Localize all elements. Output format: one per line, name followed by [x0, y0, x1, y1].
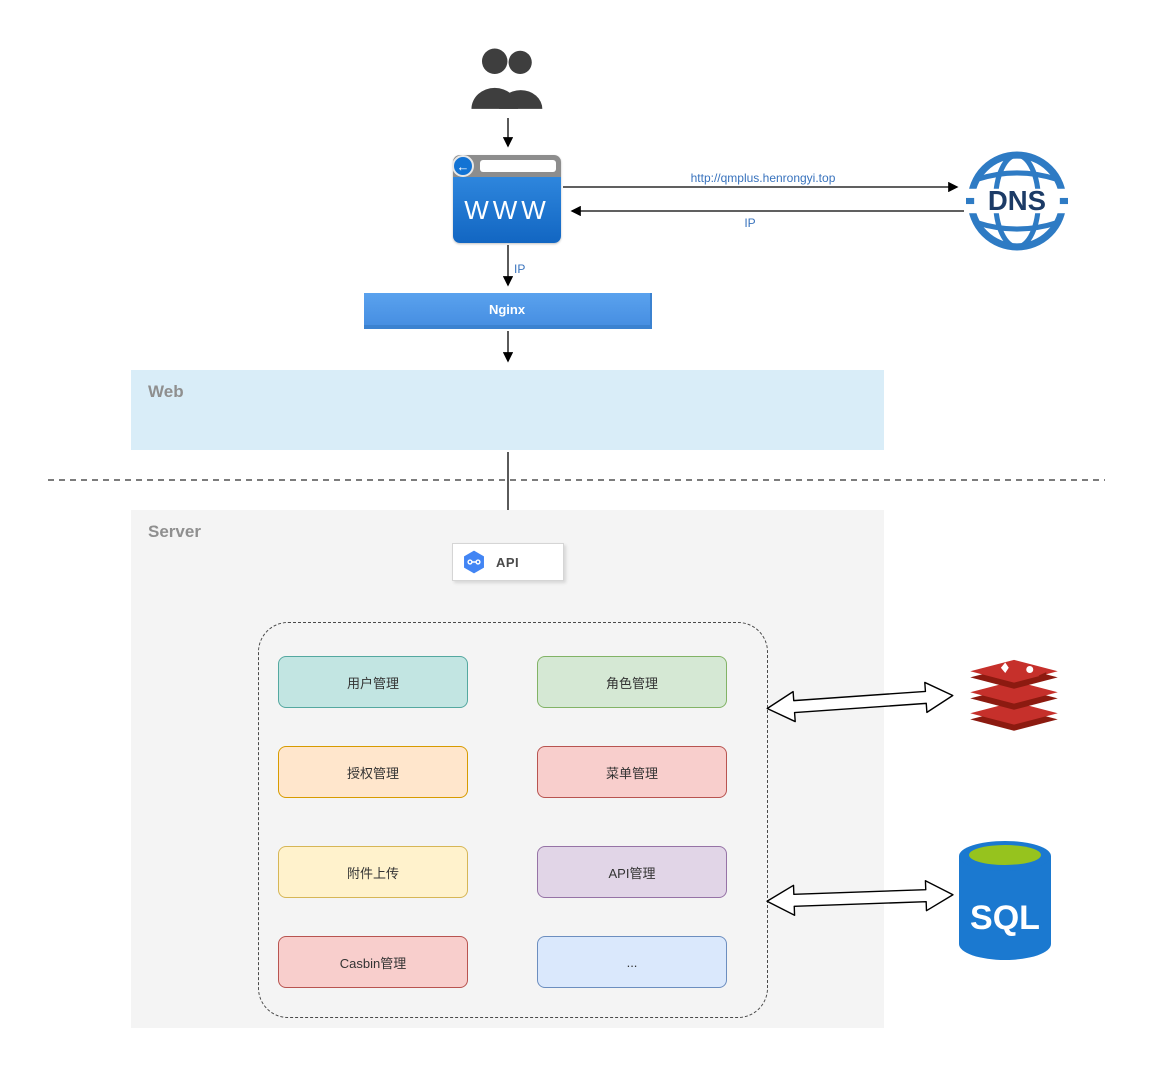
module-box-attachment-upload: 附件上传 [278, 846, 468, 898]
nginx-label: Nginx [488, 301, 526, 317]
browser-body: WWW [453, 177, 561, 243]
modules-sql-link-arrow [763, 877, 956, 920]
server-modules-group: 用户管理 角色管理授权管理 菜单管理附件上传 API管理 Casbin管理... [258, 622, 768, 1018]
module-box-user-management: 用户管理 [278, 656, 468, 708]
sql-label: SQL [970, 899, 1040, 937]
module-box-api-management: API管理 [537, 846, 727, 898]
module-box-role-management: 角色管理 [537, 656, 727, 708]
dns-response-ip-label: IP [744, 216, 756, 230]
www-label: WWW [464, 194, 550, 225]
module-box-more: ... [537, 936, 727, 988]
module-box-casbin-management: Casbin管理 [278, 936, 468, 988]
server-zone-label: Server [148, 522, 201, 541]
module-box-menu-management: 菜单管理 [537, 746, 727, 798]
browser-titlebar: ← [452, 155, 561, 177]
modules-redis-link-arrow [763, 677, 957, 726]
web-zone: Web [131, 370, 884, 450]
dns-request-url-label: http://qmplus.henrongyi.top [690, 171, 836, 185]
web-zone-label: Web [148, 382, 184, 401]
back-arrow-icon: ← [452, 155, 474, 177]
nginx-node: Nginx [364, 293, 652, 329]
api-label: API [496, 554, 520, 570]
users-icon [468, 48, 548, 112]
browser-window-icon: ← WWW [452, 155, 561, 243]
nginx-request-ip-label: IP [514, 262, 526, 276]
module-box-authorization-management: 授权管理 [278, 746, 468, 798]
sql-database-icon: SQL [953, 836, 1057, 966]
server-zone: Server [131, 510, 884, 1028]
api-hexagon-icon [464, 550, 484, 574]
dns-globe-icon: DNS [966, 150, 1068, 252]
dns-label: DNS [988, 185, 1046, 216]
redis-icon [956, 652, 1072, 736]
api-gateway-node: API [452, 543, 564, 581]
browser-addressbar [480, 160, 556, 172]
